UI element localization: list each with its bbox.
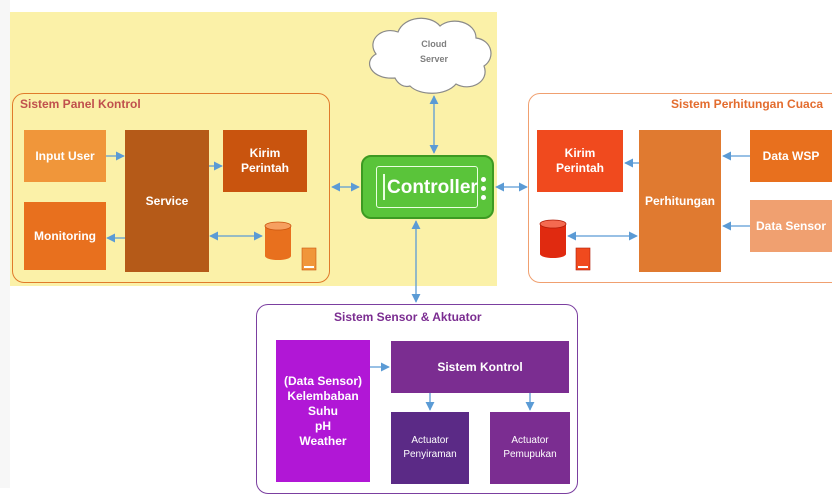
input-user-label: Input User — [35, 148, 95, 163]
sensor-data-box: (Data Sensor) Kelembaban Suhu pH Weather — [276, 340, 370, 482]
cloud-label-line2: Server — [420, 54, 449, 64]
data-wsp-label: Data WSP — [762, 148, 820, 163]
controller-label: Controller — [387, 177, 478, 198]
actuator-penyiraman-line2: Penyiraman — [403, 449, 457, 460]
sistem-kontrol-label: Sistem Kontrol — [437, 359, 523, 374]
perhitungan-cuaca-group — [528, 93, 832, 283]
cloud-icon — [369, 17, 492, 94]
controller-device: Controller — [361, 155, 494, 219]
panel-kontrol-title: Sistem Panel Kontrol — [20, 97, 141, 111]
weather-database-icon — [539, 219, 591, 271]
service-box: Service — [125, 130, 209, 272]
controller-screen — [376, 166, 478, 208]
left-margin-strip — [0, 0, 10, 488]
panel-kontrol-group — [12, 93, 330, 283]
controller-divider — [383, 174, 385, 200]
monitoring-box: Monitoring — [24, 202, 106, 270]
weather-kirim-perintah-box: Kirim Perintah — [537, 130, 623, 192]
input-user-box: Input User — [24, 130, 106, 182]
panel-kirim-line1: Kirim — [249, 146, 281, 160]
actuator-penyiraman-box: Actuator Penyiraman — [391, 412, 469, 484]
sensor-data-line3: Suhu — [308, 403, 338, 418]
sensor-data-line5: Weather — [299, 433, 347, 448]
actuator-pemupukan-box: Actuator Pemupukan — [490, 412, 570, 484]
perhitungan-box: Perhitungan — [639, 130, 721, 272]
weather-kirim-line2: Perintah — [555, 161, 604, 175]
panel-kirim-line2: Perintah — [240, 161, 289, 175]
sensor-data-line1: (Data Sensor) — [283, 373, 363, 388]
panel-kirim-perintah-box: Kirim Perintah — [223, 130, 307, 192]
weather-kirim-line1: Kirim — [564, 146, 596, 160]
panel-database-icon — [264, 221, 317, 271]
data-sensor-label: Data Sensor — [755, 218, 827, 233]
service-label: Service — [145, 193, 189, 208]
perhitungan-label: Perhitungan — [644, 193, 715, 208]
actuator-penyiraman-line1: Actuator — [411, 435, 449, 446]
sensor-data-line2: Kelembaban — [287, 388, 359, 403]
cloud-label-line1: Cloud — [421, 39, 447, 49]
actuator-pemupukan-line2: Pemupukan — [503, 449, 557, 460]
sistem-kontrol-box: Sistem Kontrol — [391, 341, 569, 393]
data-sensor-box: Data Sensor — [750, 200, 832, 252]
sensor-aktuator-title: Sistem Sensor & Aktuator — [334, 310, 482, 324]
monitoring-label: Monitoring — [34, 228, 96, 243]
perhitungan-cuaca-title: Sistem Perhitungan Cuaca — [671, 97, 824, 111]
data-wsp-box: Data WSP — [750, 130, 832, 182]
controller-dots — [481, 177, 487, 201]
sensor-data-line4: pH — [315, 418, 331, 433]
actuator-pemupukan-line1: Actuator — [511, 435, 549, 446]
